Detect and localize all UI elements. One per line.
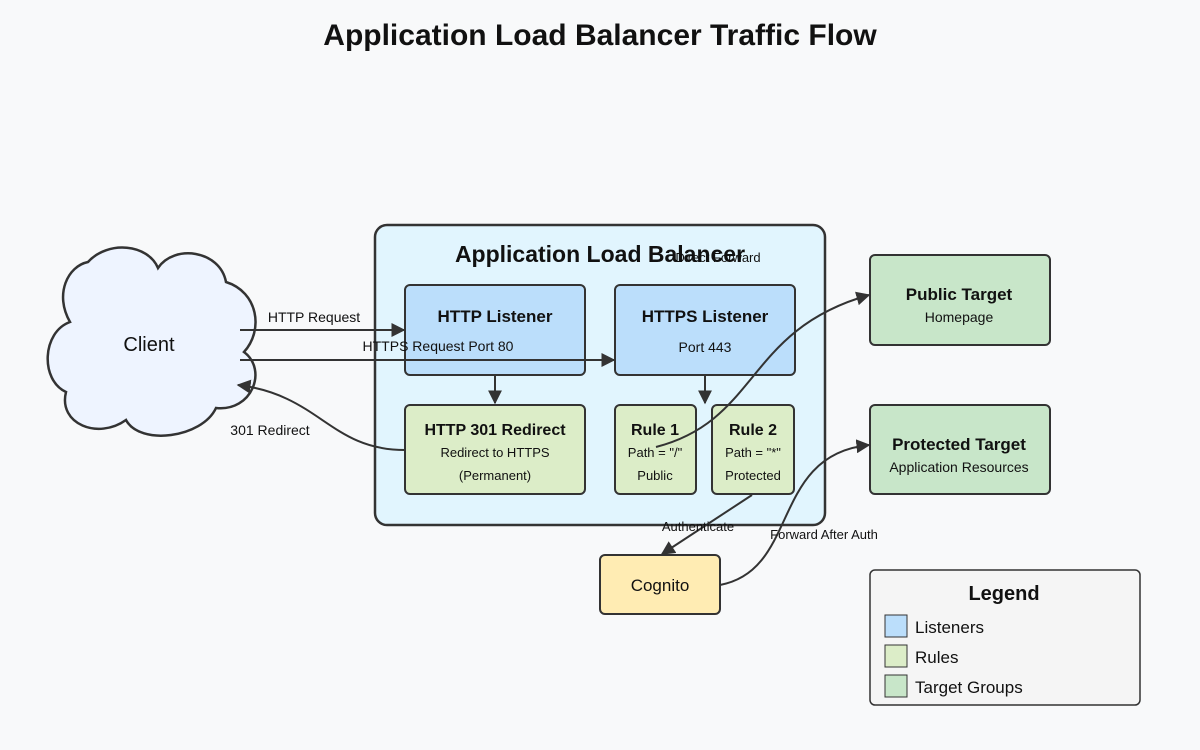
https-listener-port: Port 443: [679, 339, 732, 355]
edge-http-request-label: HTTP Request: [268, 309, 360, 325]
https-listener-title: HTTPS Listener: [642, 307, 769, 326]
legend-label-target-groups: Target Groups: [915, 678, 1023, 697]
legend-title: Legend: [968, 583, 1039, 605]
rule2-box: [711, 404, 795, 495]
diagram-title: Application Load Balancer Traffic Flow: [323, 19, 877, 52]
edge-authenticate: [660, 494, 753, 555]
redirect-line1: Redirect to HTTPS: [440, 445, 549, 460]
public-target-node[interactable]: Public Target Homepage: [869, 254, 1051, 346]
edge-forward-after-auth: [719, 439, 871, 586]
redirect-line2: (Permanent): [459, 468, 531, 483]
protected-target-sub: Application Resources: [889, 459, 1028, 475]
edge-authenticate-label: Authenticate: [662, 519, 734, 534]
edge-https-request-label: HTTPS Request Port 80: [363, 338, 514, 354]
public-target-sub: Homepage: [925, 309, 994, 325]
client-label: Client: [123, 334, 175, 356]
legend-swatch-listeners: [884, 614, 908, 638]
protected-target-node[interactable]: Protected Target Application Resources: [869, 404, 1051, 495]
legend-swatch-target-groups: [884, 674, 908, 698]
http-listener-node[interactable]: HTTP Listener: [404, 284, 586, 376]
http-listener-title: HTTP Listener: [438, 307, 553, 326]
redirect-node[interactable]: HTTP 301 Redirect Redirect to HTTPS (Per…: [404, 404, 586, 495]
public-target-title: Public Target: [906, 285, 1013, 304]
cognito-label: Cognito: [631, 576, 690, 595]
rule1-node[interactable]: Rule 1 Path = "/" Public: [614, 404, 697, 495]
legend-label-rules: Rules: [915, 648, 958, 667]
rule2-title: Rule 2: [729, 422, 777, 439]
redirect-title: HTTP 301 Redirect: [424, 422, 566, 439]
rule2-node[interactable]: Rule 2 Path = "*" Protected: [711, 404, 795, 495]
https-listener-node[interactable]: HTTPS Listener Port 443: [614, 284, 796, 376]
http-listener-box: [404, 284, 586, 376]
client-cloud-shape: [46, 246, 257, 437]
legend-label-listeners: Listeners: [915, 618, 984, 637]
edge-301-redirect: [236, 379, 406, 451]
rule1-access: Public: [637, 468, 673, 483]
alb-title: Application Load Balancer: [455, 241, 745, 267]
edge-301-redirect-label: 301 Redirect: [230, 422, 309, 438]
https-listener-box: [614, 284, 796, 376]
edge-direct-forward: [655, 291, 871, 448]
cognito-node[interactable]: Cognito: [599, 554, 721, 615]
legend: Legend Listeners Rules Target Groups: [869, 569, 1141, 706]
legend-box: [869, 569, 1141, 706]
rule2-access: Protected: [725, 468, 781, 483]
rule1-box: [614, 404, 697, 495]
rule2-path: Path = "*": [725, 445, 781, 460]
protected-target-title: Protected Target: [892, 435, 1026, 454]
edge-direct-forward-label: Direct Forward: [675, 250, 760, 265]
edge-forward-after-auth-label: Forward After Auth: [770, 527, 878, 542]
rule1-title: Rule 1: [631, 422, 679, 439]
rule1-path: Path = "/": [628, 445, 683, 460]
legend-swatch-rules: [884, 644, 908, 668]
client-node[interactable]: Client: [46, 246, 257, 437]
